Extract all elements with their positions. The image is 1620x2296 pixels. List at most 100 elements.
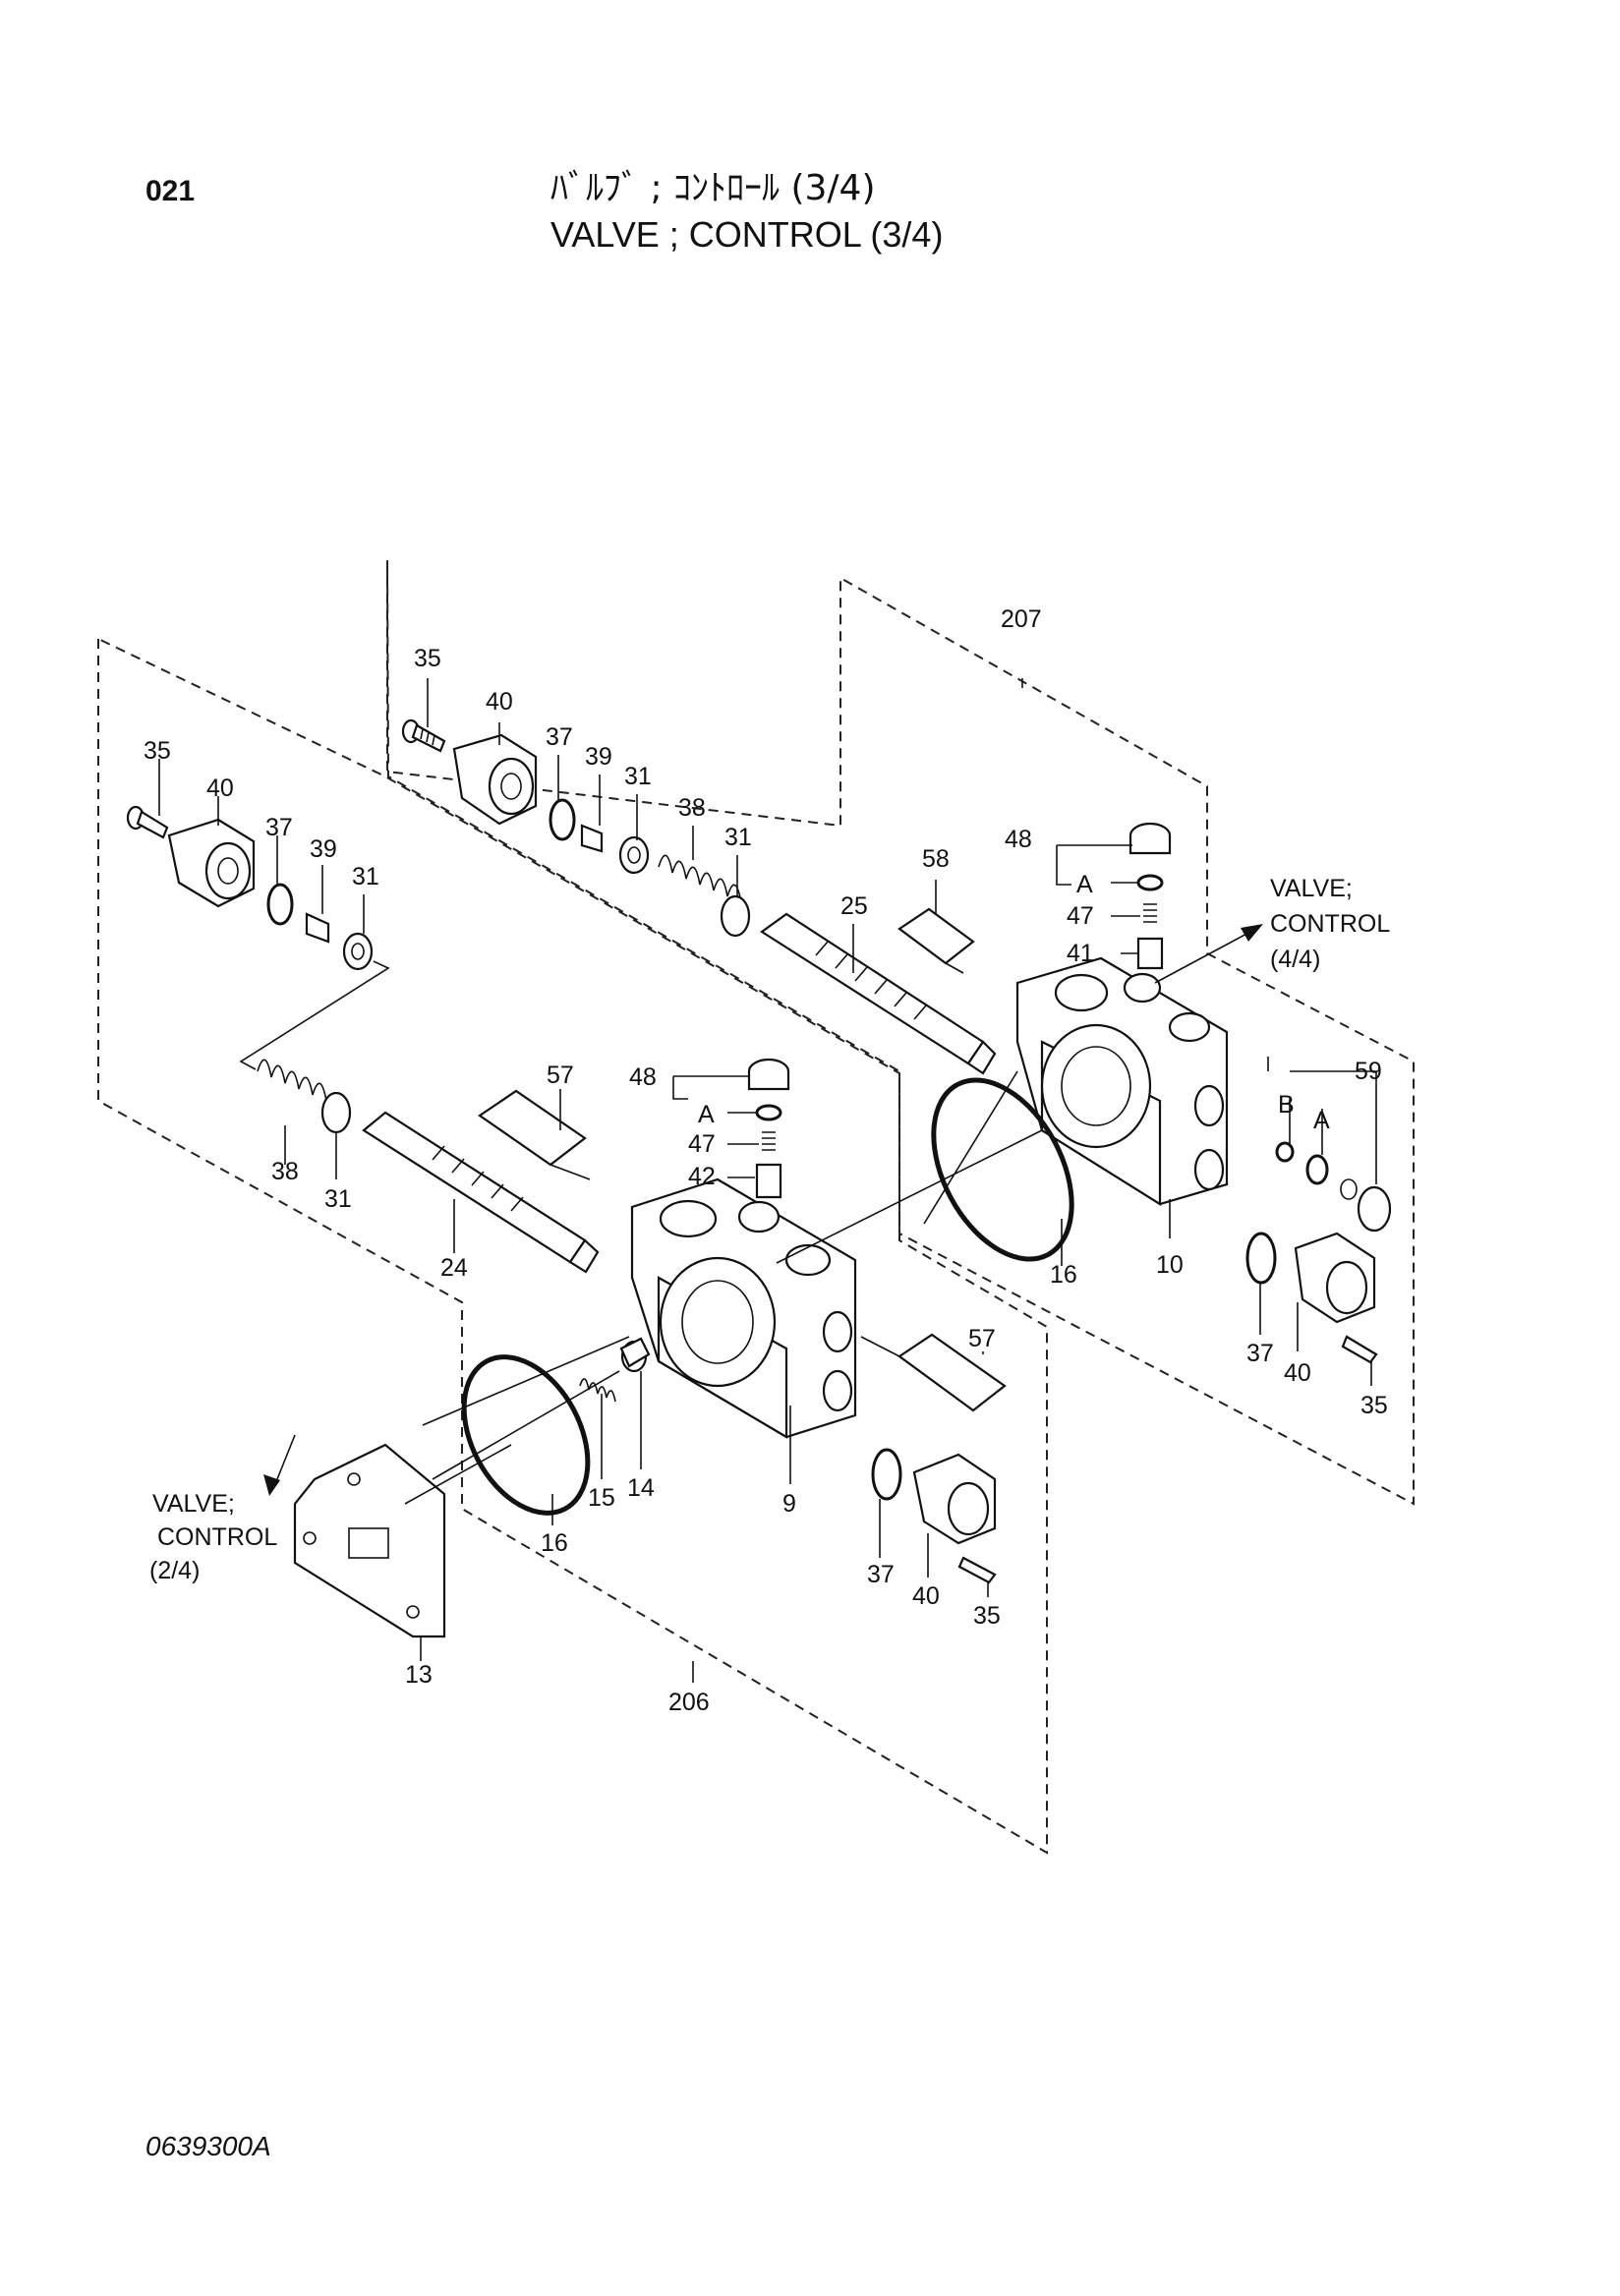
title-english: VALVE ; CONTROL (3/4) (550, 214, 944, 255)
seat-31-upper-a (618, 835, 650, 875)
spool-train-left (126, 805, 600, 1274)
callout-40: 40 (912, 1582, 940, 1610)
seat-31-upper-b (720, 894, 751, 938)
callout-47: 47 (1067, 902, 1094, 930)
valve-body-10 (1015, 956, 1229, 1206)
callout-31: 31 (724, 824, 752, 851)
callout-40: 40 (486, 688, 513, 716)
bolt-35-upper (401, 718, 446, 753)
callout-37: 37 (867, 1561, 895, 1588)
spring-47-lower (762, 1131, 776, 1151)
bolt-35-right (1341, 1335, 1378, 1364)
ref-arrow-right (1154, 924, 1263, 984)
callout-b: B (1278, 1091, 1295, 1119)
callout-13: 13 (405, 1661, 433, 1689)
callout-40: 40 (1284, 1359, 1311, 1387)
o-ring-16-lower (461, 1354, 591, 1516)
callout-48: 48 (629, 1063, 657, 1091)
callout-39: 39 (585, 743, 612, 771)
plug-48-upper (1128, 822, 1172, 855)
cap-40-center (912, 1453, 997, 1545)
screw-39-upper (580, 824, 604, 853)
o-ring-37-center (871, 1448, 902, 1501)
callout-16: 16 (1050, 1261, 1077, 1289)
callout-58: 58 (922, 845, 950, 873)
spring-15 (579, 1378, 616, 1403)
callout-42: 42 (688, 1163, 716, 1190)
spring-47-upper (1143, 903, 1157, 923)
ref-left-page: (2/4) (149, 1557, 200, 1584)
callout-24: 24 (440, 1254, 468, 1282)
cap-40-right (1294, 1232, 1376, 1324)
o-ring-16-upper (931, 1077, 1074, 1262)
ref-right-page: (4/4) (1270, 946, 1320, 973)
group-206-boundary (97, 637, 1048, 1855)
callout-16: 16 (541, 1529, 568, 1557)
callout-35: 35 (973, 1602, 1001, 1630)
o-ring-a-upper (1136, 874, 1164, 891)
callout-9: 9 (782, 1490, 796, 1518)
poppet-42 (755, 1163, 782, 1199)
callout-31: 31 (624, 763, 652, 790)
bolt-35-center (957, 1556, 997, 1584)
cap-40-upper (452, 733, 538, 826)
callout-40: 40 (206, 775, 234, 802)
callout-57: 57 (547, 1062, 574, 1089)
ref-right-control: CONTROL (1270, 910, 1390, 938)
callout-41: 41 (1067, 940, 1094, 967)
callout-39: 39 (310, 835, 337, 863)
ref-arrow-left (263, 1434, 296, 1496)
ref-left-control: CONTROL (157, 1523, 277, 1551)
callout-38: 38 (678, 794, 706, 822)
callout-25: 25 (840, 892, 868, 920)
title-japanese: ﾊﾞﾙﾌﾞ ; ｺﾝﾄﾛｰﾙ (3/4) (550, 168, 876, 208)
callout-35: 35 (1360, 1392, 1388, 1419)
callout-a: A (1076, 871, 1093, 898)
callout-37: 37 (1246, 1340, 1274, 1367)
relief-valve-58 (897, 907, 975, 974)
callout-57: 57 (968, 1325, 996, 1352)
callout-14: 14 (627, 1474, 655, 1502)
callout-35: 35 (144, 737, 171, 765)
callout-35: 35 (414, 645, 441, 672)
callout-38: 38 (271, 1158, 299, 1185)
o-ring-37-upper (549, 798, 576, 841)
plug-48-lower (747, 1058, 790, 1091)
spool-24 (362, 1111, 600, 1274)
bolt-35-left (126, 805, 169, 839)
callout-47: 47 (688, 1130, 716, 1158)
callout-a: A (1313, 1107, 1330, 1134)
callout-37: 37 (265, 814, 293, 841)
spring-38-left (257, 1059, 327, 1102)
plate-13 (293, 1443, 446, 1638)
axis-line-left (239, 960, 390, 1070)
relief-valve-57-upper (478, 1089, 591, 1180)
cap-40-left (167, 818, 256, 908)
o-ring-b (1275, 1141, 1295, 1163)
callout-206: 206 (668, 1689, 710, 1716)
o-ring-37-right (1245, 1232, 1277, 1285)
o-ring-37-left (266, 883, 294, 926)
group-207-boundary (386, 559, 1415, 1506)
callout-37: 37 (546, 723, 573, 751)
relief-valve-57-lower (860, 1333, 1007, 1412)
ref-valve-control-2-4: VALVE; CONTROL (2/4) (149, 1490, 277, 1584)
plug-59 (1340, 1178, 1392, 1233)
callout-31: 31 (324, 1185, 352, 1213)
ref-valve-control-4-4: VALVE; CONTROL (4/4) (1270, 875, 1390, 973)
ref-right-valve: VALVE; (1270, 875, 1353, 902)
poppet-14 (619, 1337, 651, 1373)
callout-labels: 35 40 37 39 31 38 31 25 207 58 48 A 47 4… (144, 605, 1388, 1716)
o-ring-a-right (1305, 1154, 1329, 1185)
callout-10: 10 (1156, 1251, 1184, 1279)
axis-lines (404, 1070, 1043, 1505)
callout-59: 59 (1355, 1058, 1382, 1085)
spring-38-upper (658, 854, 742, 903)
screw-39-left (305, 912, 330, 944)
callout-a: A (698, 1101, 715, 1128)
callout-207: 207 (1001, 605, 1042, 633)
o-ring-a-lower (755, 1104, 782, 1121)
poppet-41 (1136, 937, 1164, 970)
valve-body-9 (630, 1177, 857, 1439)
